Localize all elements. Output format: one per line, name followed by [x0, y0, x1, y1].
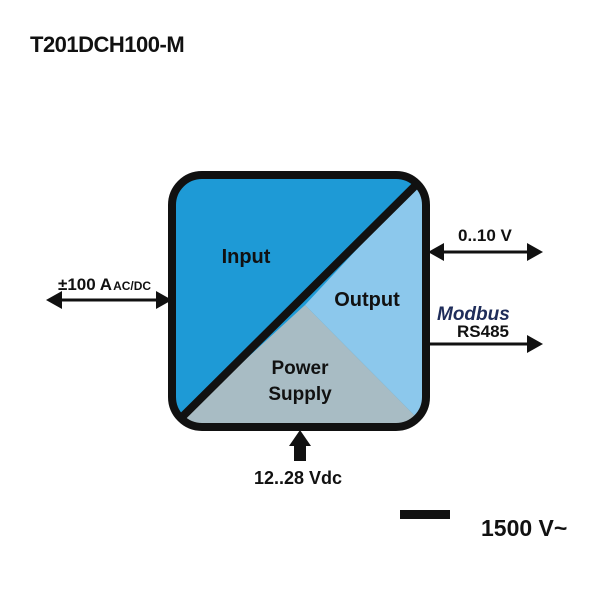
input-double-arrow — [46, 291, 172, 309]
output-region — [305, 175, 426, 427]
isolation-label: 1500 V~ — [481, 515, 567, 541]
modbus-logo: Modbus — [437, 304, 510, 325]
power-label-line1: Power — [271, 358, 329, 379]
input-range-sub: AC/DC — [113, 279, 151, 293]
input-label: Input — [222, 246, 271, 268]
analog-output-double-arrow — [428, 243, 543, 261]
power-label-line2: Supply — [268, 384, 332, 405]
input-range-label: ±100 AAC/DC — [58, 275, 151, 294]
supply-label: 12..28 Vdc — [254, 468, 342, 488]
output-label: Output — [334, 289, 400, 311]
diagonal-divider — [172, 175, 426, 427]
isolation-bar — [400, 510, 450, 519]
rs485-label: RS485 — [457, 322, 509, 341]
supply-up-arrow — [289, 430, 311, 461]
input-range-main: ±100 A — [58, 275, 112, 294]
analog-output-label: 0..10 V — [458, 226, 513, 245]
rs485-output-arrow — [428, 335, 543, 353]
page-title: T201DCH100-M — [30, 32, 185, 57]
module-outline — [168, 171, 430, 431]
power-supply-region — [172, 305, 426, 427]
